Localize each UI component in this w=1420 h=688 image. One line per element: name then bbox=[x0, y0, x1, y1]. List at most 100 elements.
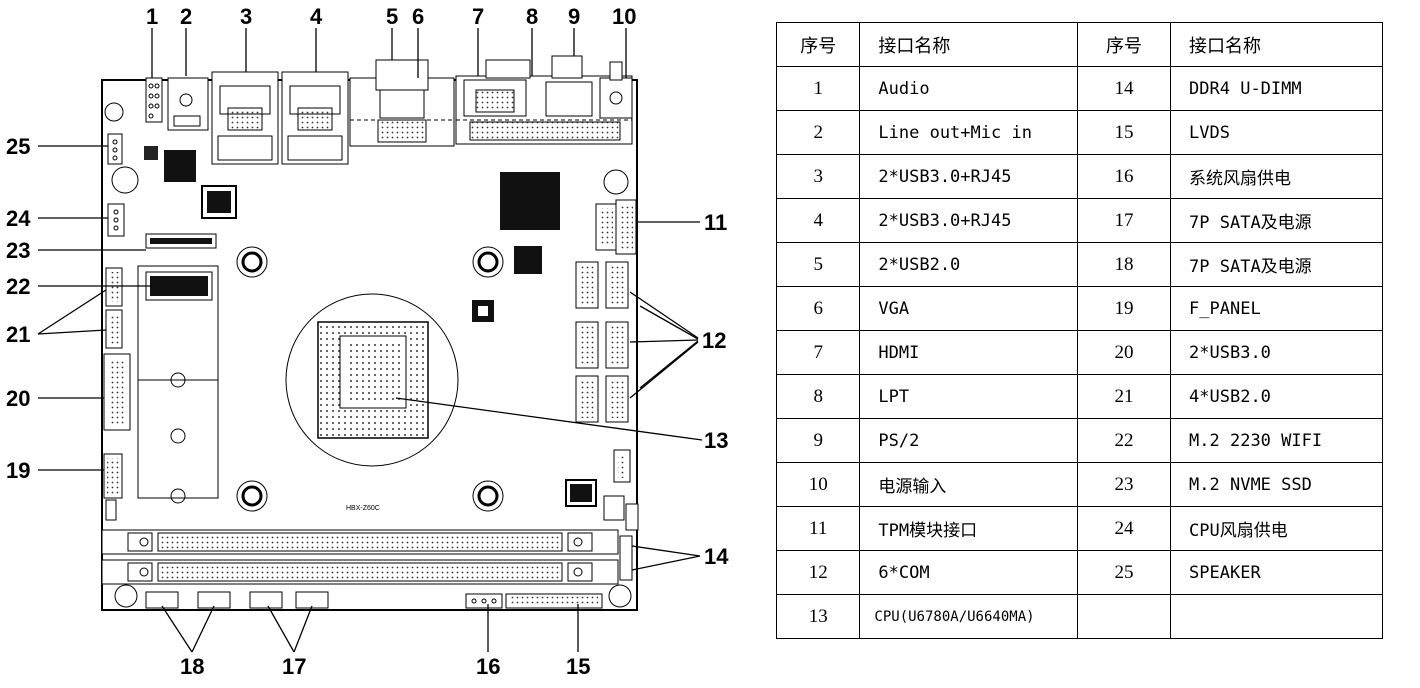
table-row: 12 6*COM 25 SPEAKER bbox=[775, 550, 1383, 595]
row-name: 6*COM bbox=[859, 550, 1078, 595]
row-no: 5 bbox=[775, 242, 861, 287]
callout-7: 7 bbox=[472, 4, 484, 29]
audio-header bbox=[145, 77, 163, 123]
callout-1: 1 bbox=[146, 4, 158, 29]
row-name: Line out+Mic in bbox=[859, 110, 1078, 155]
row-no: 23 bbox=[1076, 462, 1172, 507]
row-no: 11 bbox=[775, 506, 861, 551]
table-row: 10 电源输入 23 M.2 NVME SSD bbox=[775, 462, 1383, 507]
table-row: 1 Audio 14 DDR4 U-DIMM bbox=[775, 66, 1383, 111]
small-chip bbox=[144, 146, 158, 160]
interface-table: 序号 接口名称 序号 接口名称 1 Audio 14 DDR4 U-DIMM 2… bbox=[775, 22, 1383, 639]
callout-12: 12 bbox=[702, 328, 726, 353]
callout-13: 13 bbox=[704, 428, 728, 453]
usb-rj45-2 bbox=[281, 71, 349, 165]
row-name: M.2 2230 WIFI bbox=[1170, 418, 1383, 463]
com-headers bbox=[575, 261, 629, 423]
row-no: 19 bbox=[1076, 286, 1172, 331]
row-no: 13 bbox=[775, 594, 861, 639]
row-name: PS/2 bbox=[859, 418, 1078, 463]
row-no: 14 bbox=[1076, 66, 1172, 111]
connector bbox=[625, 503, 639, 531]
row-no: 1 bbox=[775, 66, 861, 111]
callout-15: 15 bbox=[566, 654, 590, 679]
table-row: 3 2*USB3.0+RJ45 16 系统风扇供电 bbox=[775, 154, 1383, 199]
chip bbox=[500, 172, 560, 230]
lvds-connector bbox=[505, 593, 603, 609]
cpu-package bbox=[285, 293, 459, 467]
sata-power-17 bbox=[249, 591, 329, 609]
row-name: LVDS bbox=[1170, 110, 1383, 155]
row-no: 20 bbox=[1076, 330, 1172, 375]
row-name: 2*USB3.0+RJ45 bbox=[859, 198, 1078, 243]
motherboard-svg: HBX-Z60C bbox=[6, 4, 729, 679]
mount-hole bbox=[114, 584, 138, 608]
row-no: 8 bbox=[775, 374, 861, 419]
power-input-jack bbox=[599, 61, 633, 119]
callout-11: 11 bbox=[704, 210, 727, 235]
row-no: 12 bbox=[775, 550, 861, 595]
row-no: 16 bbox=[1076, 154, 1172, 199]
row-name: Audio bbox=[859, 66, 1078, 111]
chip bbox=[207, 191, 231, 213]
table-row: 13 CPU(U6780A/U6640MA) bbox=[775, 594, 1383, 639]
row-name: SPEAKER bbox=[1170, 550, 1383, 595]
dimm-side-connector bbox=[619, 535, 633, 581]
chip bbox=[201, 185, 237, 219]
callout-23: 23 bbox=[6, 238, 30, 263]
front-panel-header bbox=[103, 453, 123, 521]
callout-16: 16 bbox=[476, 654, 500, 679]
row-no: 15 bbox=[1076, 110, 1172, 155]
row-name: 7P SATA及电源 bbox=[1170, 242, 1383, 287]
header-name-2: 接口名称 bbox=[1170, 22, 1383, 67]
table-row: 2 Line out+Mic in 15 LVDS bbox=[775, 110, 1383, 155]
row-no: 3 bbox=[775, 154, 861, 199]
standoff bbox=[472, 246, 504, 278]
row-name bbox=[1170, 594, 1383, 639]
chip bbox=[514, 246, 542, 274]
tpm-header bbox=[595, 199, 637, 255]
dimm-slot-2 bbox=[101, 559, 619, 585]
row-name: 2*USB3.0 bbox=[1170, 330, 1383, 375]
table-row: 6 VGA 19 F_PANEL bbox=[775, 286, 1383, 331]
row-name: 2*USB3.0+RJ45 bbox=[859, 154, 1078, 199]
usb2-vga-block bbox=[349, 59, 455, 147]
row-no: 7 bbox=[775, 330, 861, 375]
row-name: F_PANEL bbox=[1170, 286, 1383, 331]
table-row: 5 2*USB2.0 18 7P SATA及电源 bbox=[775, 242, 1383, 287]
cpu-fan-header bbox=[107, 203, 125, 237]
callout-24: 24 bbox=[6, 206, 31, 231]
table-row: 9 PS/2 22 M.2 2230 WIFI bbox=[775, 418, 1383, 463]
table-row: 7 HDMI 20 2*USB3.0 bbox=[775, 330, 1383, 375]
callout-2: 2 bbox=[180, 4, 192, 29]
callout-25: 25 bbox=[6, 134, 30, 159]
callout-6: 6 bbox=[412, 4, 424, 29]
audio-jack bbox=[167, 77, 209, 131]
callout-10: 10 bbox=[612, 4, 636, 29]
system-fan-header bbox=[465, 593, 503, 609]
row-name: HDMI bbox=[859, 330, 1078, 375]
row-name: DDR4 U-DIMM bbox=[1170, 66, 1383, 111]
callout-4: 4 bbox=[310, 4, 323, 29]
row-name: 2*USB2.0 bbox=[859, 242, 1078, 287]
dimm-slot-1 bbox=[101, 529, 619, 555]
mount-hole bbox=[111, 166, 139, 194]
standoff bbox=[236, 480, 268, 512]
m2-nvme-slot bbox=[145, 233, 217, 249]
motherboard-diagram: HBX-Z60C bbox=[6, 4, 729, 679]
row-no: 21 bbox=[1076, 374, 1172, 419]
callout-18: 18 bbox=[180, 654, 204, 679]
chip bbox=[570, 484, 592, 502]
row-name: 电源输入 bbox=[859, 462, 1078, 507]
header-no-2: 序号 bbox=[1076, 22, 1172, 67]
callout-8: 8 bbox=[526, 4, 538, 29]
connector bbox=[603, 495, 625, 521]
row-name: CPU风扇供电 bbox=[1170, 506, 1383, 551]
row-no: 18 bbox=[1076, 242, 1172, 287]
callout-19: 19 bbox=[6, 458, 30, 483]
row-name: TPM模块接口 bbox=[859, 506, 1078, 551]
sata-power-18 bbox=[145, 591, 231, 609]
chip bbox=[164, 150, 196, 182]
row-name: 7P SATA及电源 bbox=[1170, 198, 1383, 243]
table-row: 4 2*USB3.0+RJ45 17 7P SATA及电源 bbox=[775, 198, 1383, 243]
